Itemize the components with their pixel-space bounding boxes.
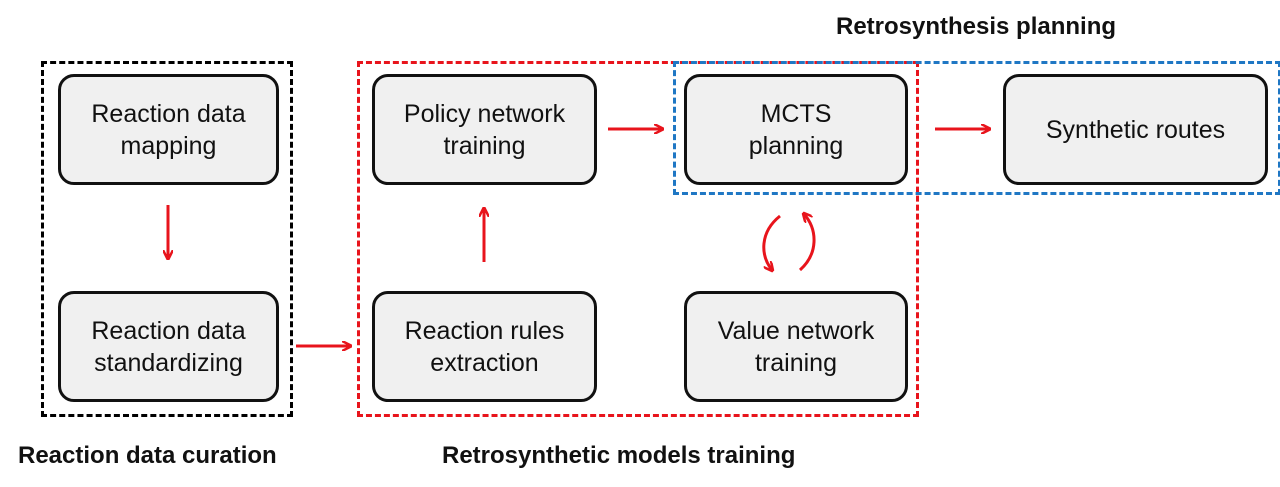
retrosynthetic-models-training-title: Retrosynthetic models training — [442, 442, 796, 469]
policy-network-training-box: Policy network training — [372, 74, 597, 185]
retrosynthesis-planning-group — [673, 61, 1280, 195]
cycle-arrow-left — [762, 214, 781, 270]
value-network-training-box: Value network training — [684, 291, 908, 402]
reaction-data-mapping-box: Reaction data mapping — [58, 74, 279, 185]
retrosynthesis-planning-title: Retrosynthesis planning — [836, 13, 1117, 40]
reaction-rules-extraction-box: Reaction rules extraction — [372, 291, 597, 402]
reaction-data-curation-group — [41, 61, 293, 417]
synthetic-routes-box: Synthetic routes — [1003, 74, 1268, 185]
cycle-arrow-right — [798, 214, 816, 272]
reaction-data-standardizing-box: Reaction data standardizing — [58, 291, 279, 402]
reaction-data-curation-title: Reaction data curation — [18, 442, 277, 469]
retrosynthetic-models-training-group — [357, 61, 919, 417]
mcts-planning-box: MCTS planning — [684, 74, 908, 185]
